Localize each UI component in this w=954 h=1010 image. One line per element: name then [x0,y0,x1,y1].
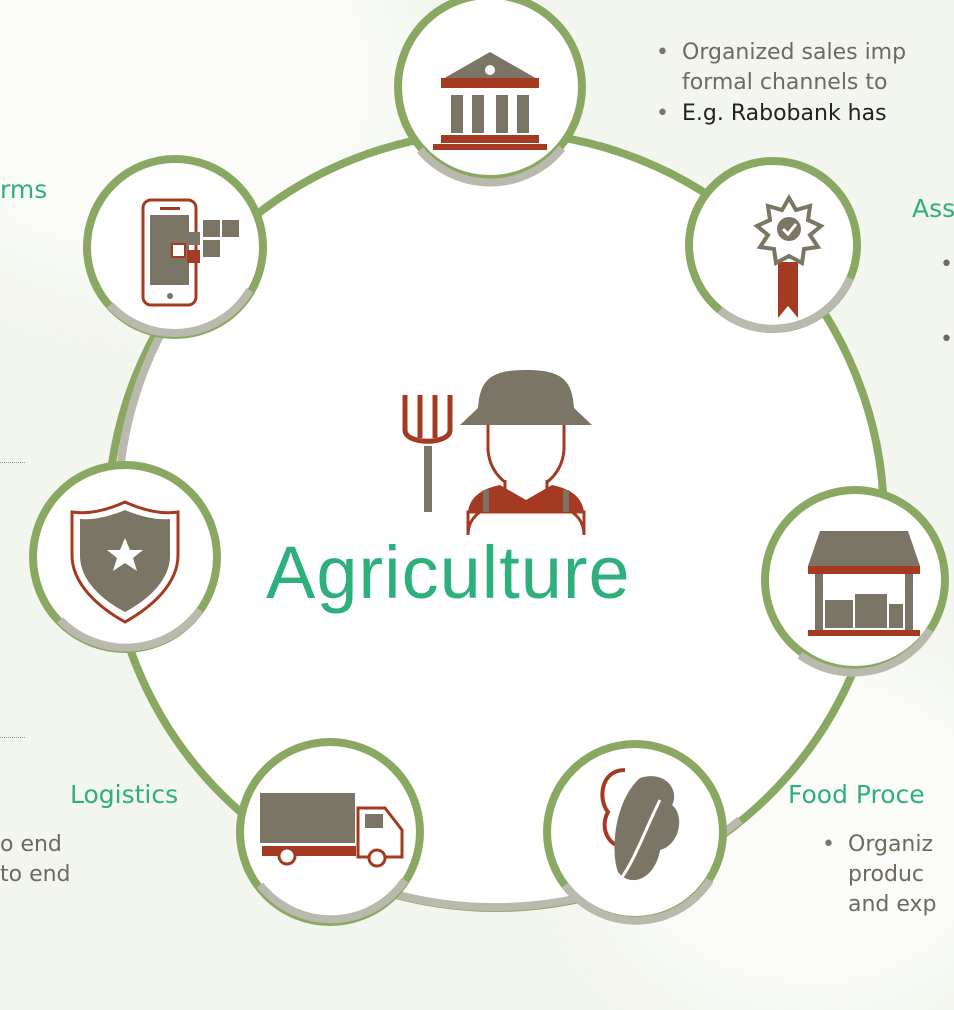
left-separator-top [0,462,25,463]
node-award [685,157,861,333]
label-logistics: Logistics [70,780,179,809]
node-mobile [83,155,267,339]
label-food-processing: Food Proce [788,780,925,809]
food-bullet-line-3: and exp [848,892,937,917]
food-bullet-line-1: Organiz [822,832,933,859]
award-badge-icon [753,194,825,318]
node-vegetable [543,740,727,925]
top-bullet-2: E.g. Rabobank has [656,101,887,128]
node-bank [394,0,586,187]
vegetable-icon [600,768,680,881]
pitchfork-icon [402,395,453,512]
label-assurance: Ass [912,194,954,223]
logistics-text-2: to end [0,862,71,887]
node-market [761,486,949,677]
node-truck [236,738,424,926]
logistics-text-1: o end [0,832,62,857]
bank-icon [433,52,547,150]
diagram-canvas [29,0,949,926]
market-stall-icon [808,531,920,636]
shield-star-icon [70,500,180,624]
center-title: Agriculture [266,531,631,614]
bullet-dot-1: • [940,252,953,277]
delivery-truck-icon [260,793,404,868]
bullet-dot-2: • [940,327,953,352]
food-bullet-line-2: produc [848,862,924,887]
top-bullet-1: Organized sales imp [656,40,906,67]
label-platforms: rms [0,175,48,204]
mobile-network-icon [141,198,239,307]
farmer-icon [460,370,592,536]
left-separator-bottom [0,737,25,738]
top-bullet-1-cont: formal channels to [682,70,888,95]
node-shield [29,461,221,653]
